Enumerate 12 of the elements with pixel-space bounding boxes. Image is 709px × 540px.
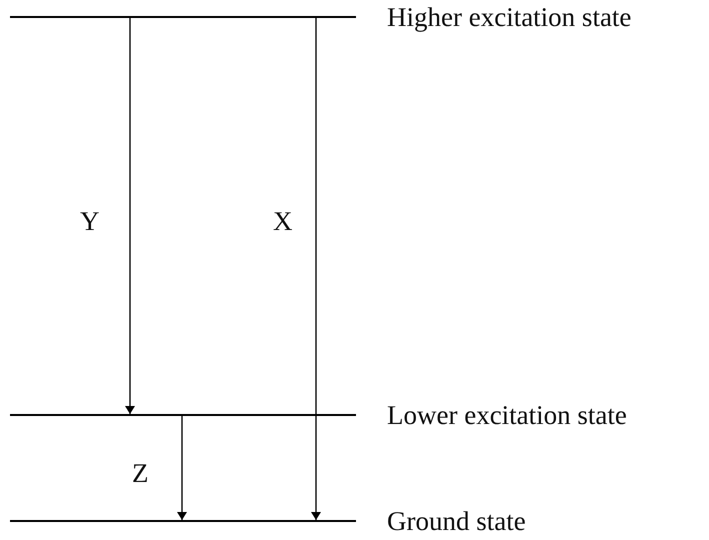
- energy-level-line: [10, 16, 356, 18]
- level-label: Lower excitation state: [387, 400, 627, 430]
- edge-label: Y: [80, 206, 100, 236]
- level-label: Higher excitation state: [387, 2, 632, 32]
- edge-label: Z: [132, 458, 148, 488]
- level-label: Ground state: [387, 506, 526, 536]
- energy-level-line: [10, 520, 356, 522]
- transition-arrow: [177, 416, 187, 520]
- transition-arrow: [125, 18, 135, 414]
- energy-level-line: [10, 414, 356, 416]
- transition-arrow: [311, 18, 321, 520]
- edge-label: X: [273, 206, 292, 236]
